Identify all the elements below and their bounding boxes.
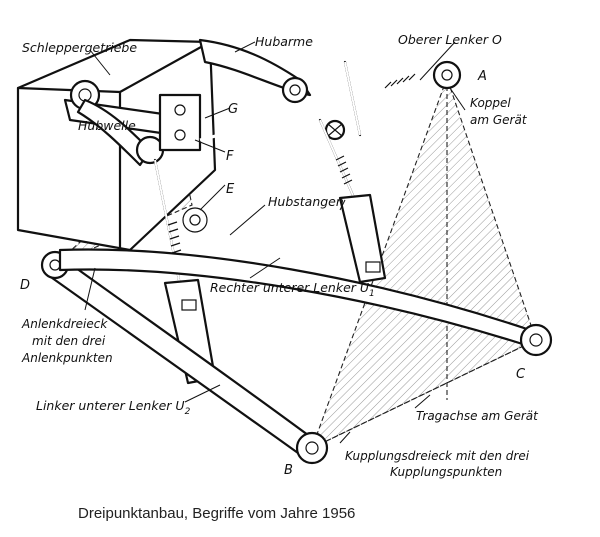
label-schleppergetriebe: Schleppergetriebe xyxy=(22,40,137,55)
right-lower-link xyxy=(58,248,553,357)
right-lift-rod xyxy=(318,118,387,284)
figure-caption: Dreipunktanbau, Begriffe vom Jahre 1956 xyxy=(78,505,356,522)
label-point-e: E xyxy=(226,182,235,197)
upper-link-bracket xyxy=(158,93,208,233)
coupling-triangle-hatch xyxy=(312,78,536,448)
label-point-d: D xyxy=(20,278,30,293)
label-kupplungsdreieck-2: Kupplungspunkten xyxy=(390,465,502,479)
label-rechter-unterer-lenker: Rechter unterer Lenker U1 xyxy=(210,280,375,299)
label-hubarme: Hubarme xyxy=(255,34,313,49)
label-koppel-2: am Gerät xyxy=(470,113,528,127)
label-hubstangen: Hubstangen xyxy=(268,194,344,209)
tractor-housing xyxy=(16,38,217,252)
upper-link xyxy=(198,60,462,142)
label-point-b: B xyxy=(284,463,293,478)
label-point-g: G xyxy=(228,102,238,117)
label-tragachse: Tragachse am Gerät xyxy=(416,409,539,423)
label-anlenkdreieck-2: mit den drei xyxy=(32,334,106,348)
left-lower-link xyxy=(40,250,329,465)
label-point-f: F xyxy=(226,149,234,164)
label-anlenkdreieck-1: Anlenkdreieck xyxy=(21,317,108,331)
label-kupplungsdreieck-1: Kupplungsdreieck mit den drei xyxy=(345,449,530,463)
label-point-c: C xyxy=(516,367,526,382)
label-linker-unterer-lenker: Linker unterer Lenker U2 xyxy=(36,398,191,417)
label-hubwelle: Hubwelle xyxy=(78,118,136,133)
label-koppel-1: Koppel xyxy=(470,96,511,110)
lift-arms xyxy=(76,38,312,167)
leader-lines xyxy=(84,41,466,444)
label-point-a: A xyxy=(477,69,487,84)
label-oberer-lenker: Oberer Lenker O xyxy=(398,32,502,47)
carrying-axle-line xyxy=(311,339,537,449)
label-anlenkdreieck-3: Anlenkpunkten xyxy=(21,351,113,365)
